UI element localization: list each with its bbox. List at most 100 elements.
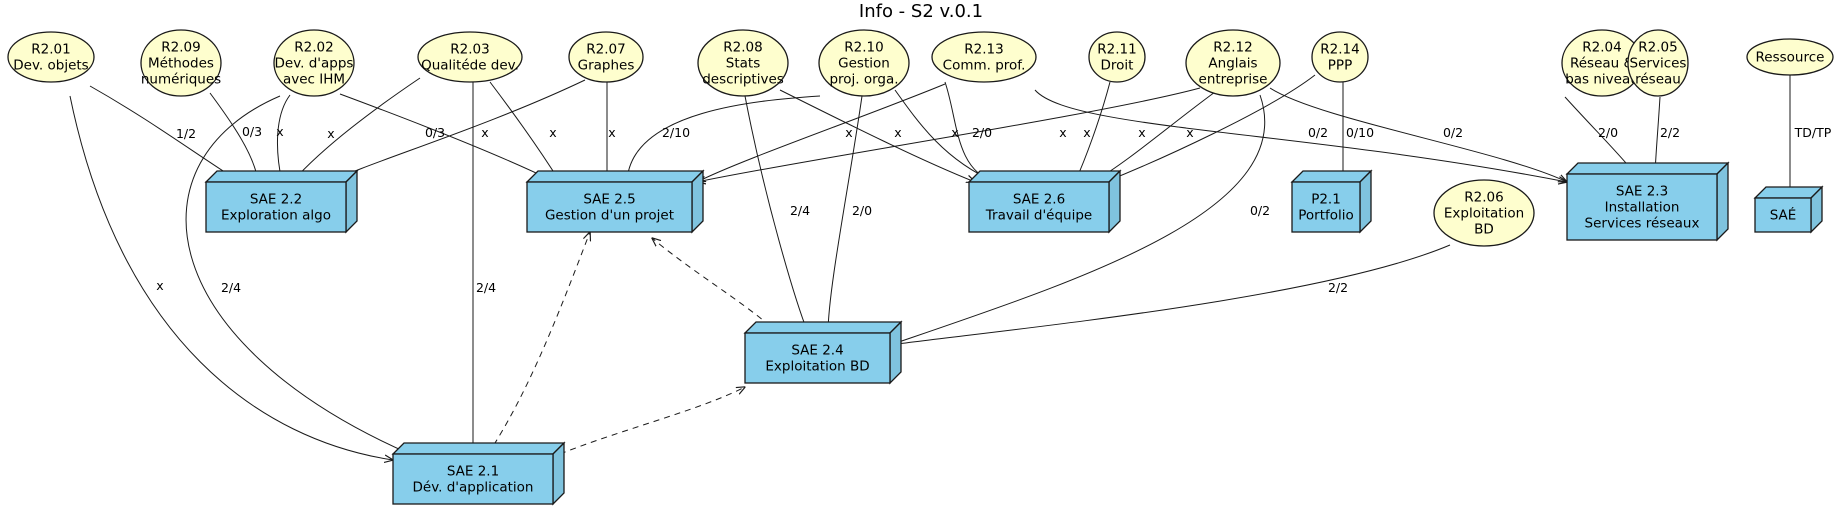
resource-ellipse: [1746, 38, 1834, 76]
node-label-line: Ressource: [1756, 50, 1825, 66]
node-label-line: Dév. d'application: [413, 480, 534, 496]
node-label-line: réseau: [1635, 72, 1681, 88]
edge-label-r205-sae23: 2/2: [1660, 125, 1680, 140]
edge-sae24-to-sae25: [652, 238, 771, 327]
node-label-line: R2.14: [1320, 42, 1359, 58]
node-label-line: R2.03: [450, 42, 489, 58]
node-label-line: PPP: [1328, 58, 1352, 74]
sae-box-front: [392, 453, 554, 505]
node-label-line: Travail d'équipe: [985, 208, 1092, 224]
sae-box-side: [1108, 169, 1121, 234]
edge-label-r209-sae21: 2/4: [221, 280, 241, 295]
node-label-line: Droit: [1101, 58, 1134, 74]
node-label-line: Portfolio: [1298, 208, 1354, 224]
edge-r206-to-sae24: [890, 244, 1451, 345]
sae-box-side: [345, 169, 358, 234]
edge-label-r211-sae26: x: [1083, 125, 1090, 140]
sae-box-side: [552, 441, 565, 506]
node-label-line: Qualitéde dev.: [421, 58, 519, 74]
resource-node-ressource: Ressource: [1746, 38, 1834, 76]
edge-label-r214-p21: 0/10: [1346, 125, 1374, 140]
node-label-line: R2.11: [1097, 42, 1136, 58]
edge-r203-to-sae22: [292, 77, 421, 182]
resource-ellipse: [1088, 31, 1146, 83]
edge-label-r210-sae26: x: [951, 125, 958, 140]
edge-label-r212-sae23: 0/2: [1443, 125, 1463, 140]
edge-r209-to-sae21: [185, 95, 410, 454]
node-label-line: proj. orga.: [829, 72, 898, 88]
node-label-line: Dev. objets: [13, 58, 88, 74]
node-label-line: Services réseaux: [1585, 216, 1700, 232]
sae-box-top: [391, 442, 566, 455]
resource-ellipse: [697, 29, 789, 97]
edge-r212-to-sae23: [1269, 87, 1567, 182]
edge-sae21-to-sae24: [559, 387, 745, 455]
node-label-line: Graphes: [578, 58, 635, 74]
node-label-line: R2.08: [723, 40, 762, 56]
edge-r201-to-sae22: [89, 85, 240, 182]
edge-label-r212-sae24: 0/2: [1250, 203, 1270, 218]
edge-label-r203-sae21: 2/4: [476, 280, 496, 295]
node-label-line: Dev. d'apps: [275, 56, 354, 72]
edge-label-r210-sae24: 2/0: [852, 203, 872, 218]
sae-box-front: [1291, 181, 1361, 233]
node-label-line: bas niveau: [1565, 72, 1639, 88]
edge-r207-to-sae22: [331, 79, 586, 182]
edge-label-r210-sae25: 2/10: [662, 125, 690, 140]
edge-label-r202-sae22: x: [276, 124, 283, 139]
edge-r212-to-sae24: [890, 94, 1266, 345]
diagram-title: Info - S2 v.0.1: [859, 1, 983, 22]
node-label-line: Comm. prof.: [943, 58, 1026, 74]
node-label-line: numériques: [141, 72, 221, 88]
sae-box-side: [889, 320, 902, 385]
sae-box-top: [204, 170, 359, 183]
node-label-line: Méthodes: [148, 56, 214, 72]
node-label-line: R2.13: [964, 42, 1003, 58]
node-label-line: entreprise: [1199, 72, 1268, 88]
node-label-line: Gestion d'un projet: [545, 208, 674, 224]
edge-r214-to-sae26: [1105, 74, 1316, 182]
resource-ellipse: [1433, 179, 1535, 247]
node-label-line: R2.04: [1582, 40, 1621, 56]
node-label-line: Gestion: [838, 56, 890, 72]
edge-label-r207-sae22: 0/3: [425, 125, 445, 140]
node-label-line: R2.01: [31, 42, 70, 58]
edge-label-r207-sae25: x: [608, 125, 615, 140]
resource-ellipse: [1311, 31, 1369, 83]
sae-box-front: [1754, 197, 1812, 233]
resource-ellipse: [1627, 29, 1689, 97]
node-label-line: Exploitation BD: [765, 359, 869, 375]
edge-r212-to-sae26: [1093, 91, 1216, 182]
node-label-line: Installation: [1605, 200, 1680, 216]
edge-r210-to-sae24: [828, 95, 863, 333]
sae-box-front: [205, 181, 347, 233]
sae-box-side: [1716, 161, 1729, 242]
node-label-line: avec IHM: [283, 72, 345, 88]
edge-label-r202-sae25: x: [481, 125, 488, 140]
edge-label-r203-sae22: x: [327, 126, 334, 141]
edge-label-r214-sae26: x: [1186, 125, 1193, 140]
node-label-line: R2.05: [1638, 40, 1677, 56]
edge-r213-to-sae23: [1034, 89, 1567, 182]
node-label-line: R2.07: [586, 42, 625, 58]
node-label-line: SAÉ: [1770, 207, 1797, 224]
edge-r208-to-sae24: [744, 95, 808, 333]
resource-ellipse: [417, 31, 523, 83]
node-label-line: BD: [1474, 222, 1494, 238]
edge-label-r208-sae26: x: [894, 125, 901, 140]
resource-ellipse: [568, 31, 644, 83]
node-label-line: Exploitation: [1444, 206, 1524, 222]
node-label-line: Anglais: [1208, 56, 1257, 72]
